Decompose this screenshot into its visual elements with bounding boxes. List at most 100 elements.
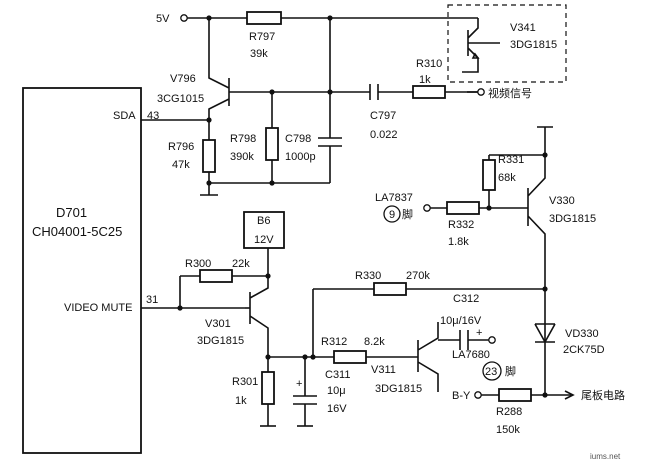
r301-value: 1k <box>235 395 247 407</box>
r797-value: 39k <box>250 48 268 60</box>
pin-9-number: 9 <box>389 209 395 221</box>
junction-dot <box>486 205 492 211</box>
v341-emitter-arrow <box>471 52 480 59</box>
la7680-label: LA7680 <box>452 349 490 361</box>
r330-ref: R330 <box>355 270 381 282</box>
v341-ref: V341 <box>510 22 536 34</box>
pin-9-circle <box>383 205 401 223</box>
b6-label: B6 <box>257 215 270 227</box>
junction-dot <box>542 286 548 292</box>
r796-ref: R796 <box>168 141 194 153</box>
v341-dashed-enclosure <box>447 4 567 83</box>
video-signal-label: 视频信号 <box>488 86 532 100</box>
v311-part: 3DG1815 <box>375 383 422 395</box>
v311-ref: V311 <box>371 364 396 376</box>
ic-ref-label: D701 <box>56 205 87 220</box>
junction-dot <box>310 354 316 360</box>
b-y-terminal <box>474 391 482 399</box>
pin-23-foot-label: 脚 <box>505 364 516 378</box>
watermark-text: iums.net <box>590 452 621 461</box>
c312-polarity-plus: + <box>476 327 482 339</box>
r331-resistor <box>482 159 496 191</box>
v341-part: 3DG1815 <box>510 39 557 51</box>
r798-ref: R798 <box>230 133 256 145</box>
ic-part-label: CH04001-5C25 <box>32 224 122 239</box>
pin-9-foot-label: 脚 <box>402 207 413 221</box>
c311-polarity-plus: + <box>296 378 302 390</box>
r796-resistor <box>202 139 216 173</box>
r798-value: 390k <box>230 151 254 163</box>
ic-d701-body <box>22 87 142 454</box>
r332-resistor <box>446 201 480 215</box>
r301-ref: R301 <box>232 376 258 388</box>
r797-resistor <box>246 11 282 25</box>
supply-5v-label: 5V <box>156 13 170 25</box>
pin-video-mute-label: VIDEO MUTE <box>64 302 132 314</box>
v796-part: 3CG1015 <box>157 93 204 105</box>
c312-capacitor <box>459 330 469 350</box>
la7837-input-terminal <box>423 204 431 212</box>
c312-value: 10μ/16V <box>440 315 482 327</box>
v796-transistor-symbol <box>208 18 230 120</box>
c797-ref: C797 <box>370 110 396 122</box>
b-y-label: B-Y <box>452 390 471 402</box>
v330-part: 3DG1815 <box>549 213 596 225</box>
r301-resistor <box>261 371 275 405</box>
vd330-diode-symbol <box>534 323 556 344</box>
c312-terminal <box>488 336 496 344</box>
r330-wire <box>312 288 545 357</box>
c312-ref: C312 <box>453 293 479 305</box>
c311-value: 10μ <box>327 385 346 397</box>
c798-ref: C798 <box>285 133 311 145</box>
v301-transistor-symbol <box>249 276 269 340</box>
supply-5v-terminal <box>180 14 188 22</box>
output-arrow <box>564 390 575 400</box>
v330-transistor-symbol <box>527 155 546 395</box>
r330-resistor <box>373 282 407 296</box>
r300-value: 22k <box>232 258 250 270</box>
c311-capacitor <box>293 357 317 426</box>
r310-value: 1k <box>419 74 431 86</box>
c797-capacitor <box>369 84 379 100</box>
v330-collector-rail <box>537 126 553 155</box>
pin-23-number: 23 <box>485 366 497 378</box>
junction-dot <box>177 305 183 311</box>
r288-resistor <box>498 388 532 402</box>
r312-value: 8.2k <box>364 336 385 348</box>
v301-part: 3DG1815 <box>197 335 244 347</box>
pin-43-number: 43 <box>147 110 159 122</box>
v341-transistor-symbol <box>462 18 479 73</box>
video-signal-terminal <box>477 88 485 96</box>
v311-transistor-symbol <box>417 322 439 392</box>
r798-resistor <box>265 127 279 161</box>
b6-voltage: 12V <box>254 234 274 246</box>
v796-ref: V796 <box>170 73 196 85</box>
r288-value: 150k <box>496 424 520 436</box>
c311-ref: C311 <box>325 369 350 381</box>
vd330-part: 2CK75D <box>563 344 605 356</box>
tail-board-label: 尾板电路 <box>581 388 625 402</box>
r331-ref: R331 <box>498 154 524 166</box>
c797-value: 0.022 <box>370 129 398 141</box>
v330-ref: V330 <box>549 195 575 207</box>
r332-ref: R332 <box>448 219 474 231</box>
r332-value: 1.8k <box>448 236 469 248</box>
v301-ref: V301 <box>205 318 231 330</box>
b6-supply-box <box>243 211 285 249</box>
pin-23-circle <box>482 361 502 381</box>
r300-resistor <box>199 269 233 283</box>
r288-ref: R288 <box>496 406 522 418</box>
r310-ref: R310 <box>416 58 442 70</box>
c798-value: 1000p <box>285 151 316 163</box>
video-mute-wire <box>141 276 245 309</box>
r310-resistor <box>412 85 446 99</box>
r796-value: 47k <box>172 159 190 171</box>
pin-31-number: 31 <box>146 294 158 306</box>
c798-capacitor <box>318 18 342 183</box>
r331-value: 68k <box>498 172 516 184</box>
vd330-ref: VD330 <box>565 328 599 340</box>
r312-ref: R312 <box>321 336 347 348</box>
r300-ref: R300 <box>185 258 211 270</box>
